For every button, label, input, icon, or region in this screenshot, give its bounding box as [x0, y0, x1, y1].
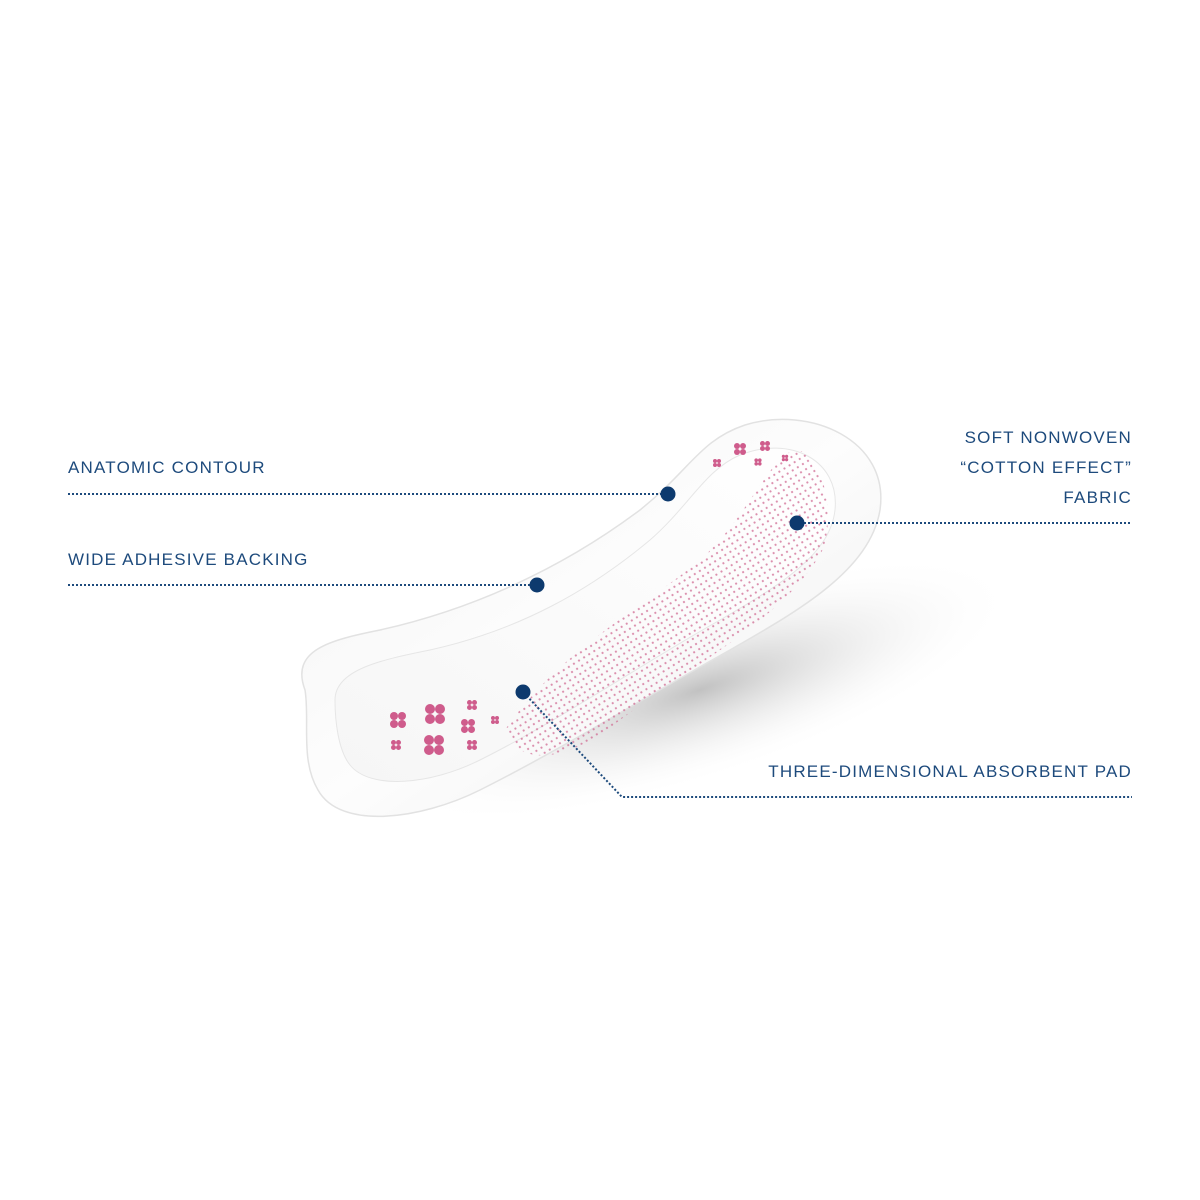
label-line: “COTTON EFFECT”: [960, 458, 1132, 477]
label-wide-adhesive-backing: WIDE ADHESIVE BACKING: [68, 545, 309, 575]
callout-dot-wide-adhesive-backing: [529, 577, 545, 593]
label-anatomic-contour: ANATOMIC CONTOUR: [68, 453, 266, 483]
label-line: FABRIC: [1063, 488, 1132, 507]
label-line: SOFT NONWOVEN: [964, 428, 1132, 447]
callout-dot-three-dimensional-absorbent-pad: [515, 684, 531, 700]
callout-dot-soft-nonwoven-fabric: [789, 515, 805, 531]
label-line: WIDE ADHESIVE BACKING: [68, 550, 309, 569]
callout-dot-anatomic-contour: [660, 486, 676, 502]
flower-pattern-top: [713, 441, 789, 467]
label-line: THREE-DIMENSIONAL ABSORBENT PAD: [768, 762, 1132, 781]
label-soft-nonwoven-fabric: SOFT NONWOVEN “COTTON EFFECT” FABRIC: [960, 423, 1132, 513]
pad-inner-core: [334, 447, 836, 782]
label-three-dimensional-absorbent-pad: THREE-DIMENSIONAL ABSORBENT PAD: [768, 757, 1132, 787]
label-line: ANATOMIC CONTOUR: [68, 458, 266, 477]
flower-pattern-bottom: [390, 700, 499, 755]
